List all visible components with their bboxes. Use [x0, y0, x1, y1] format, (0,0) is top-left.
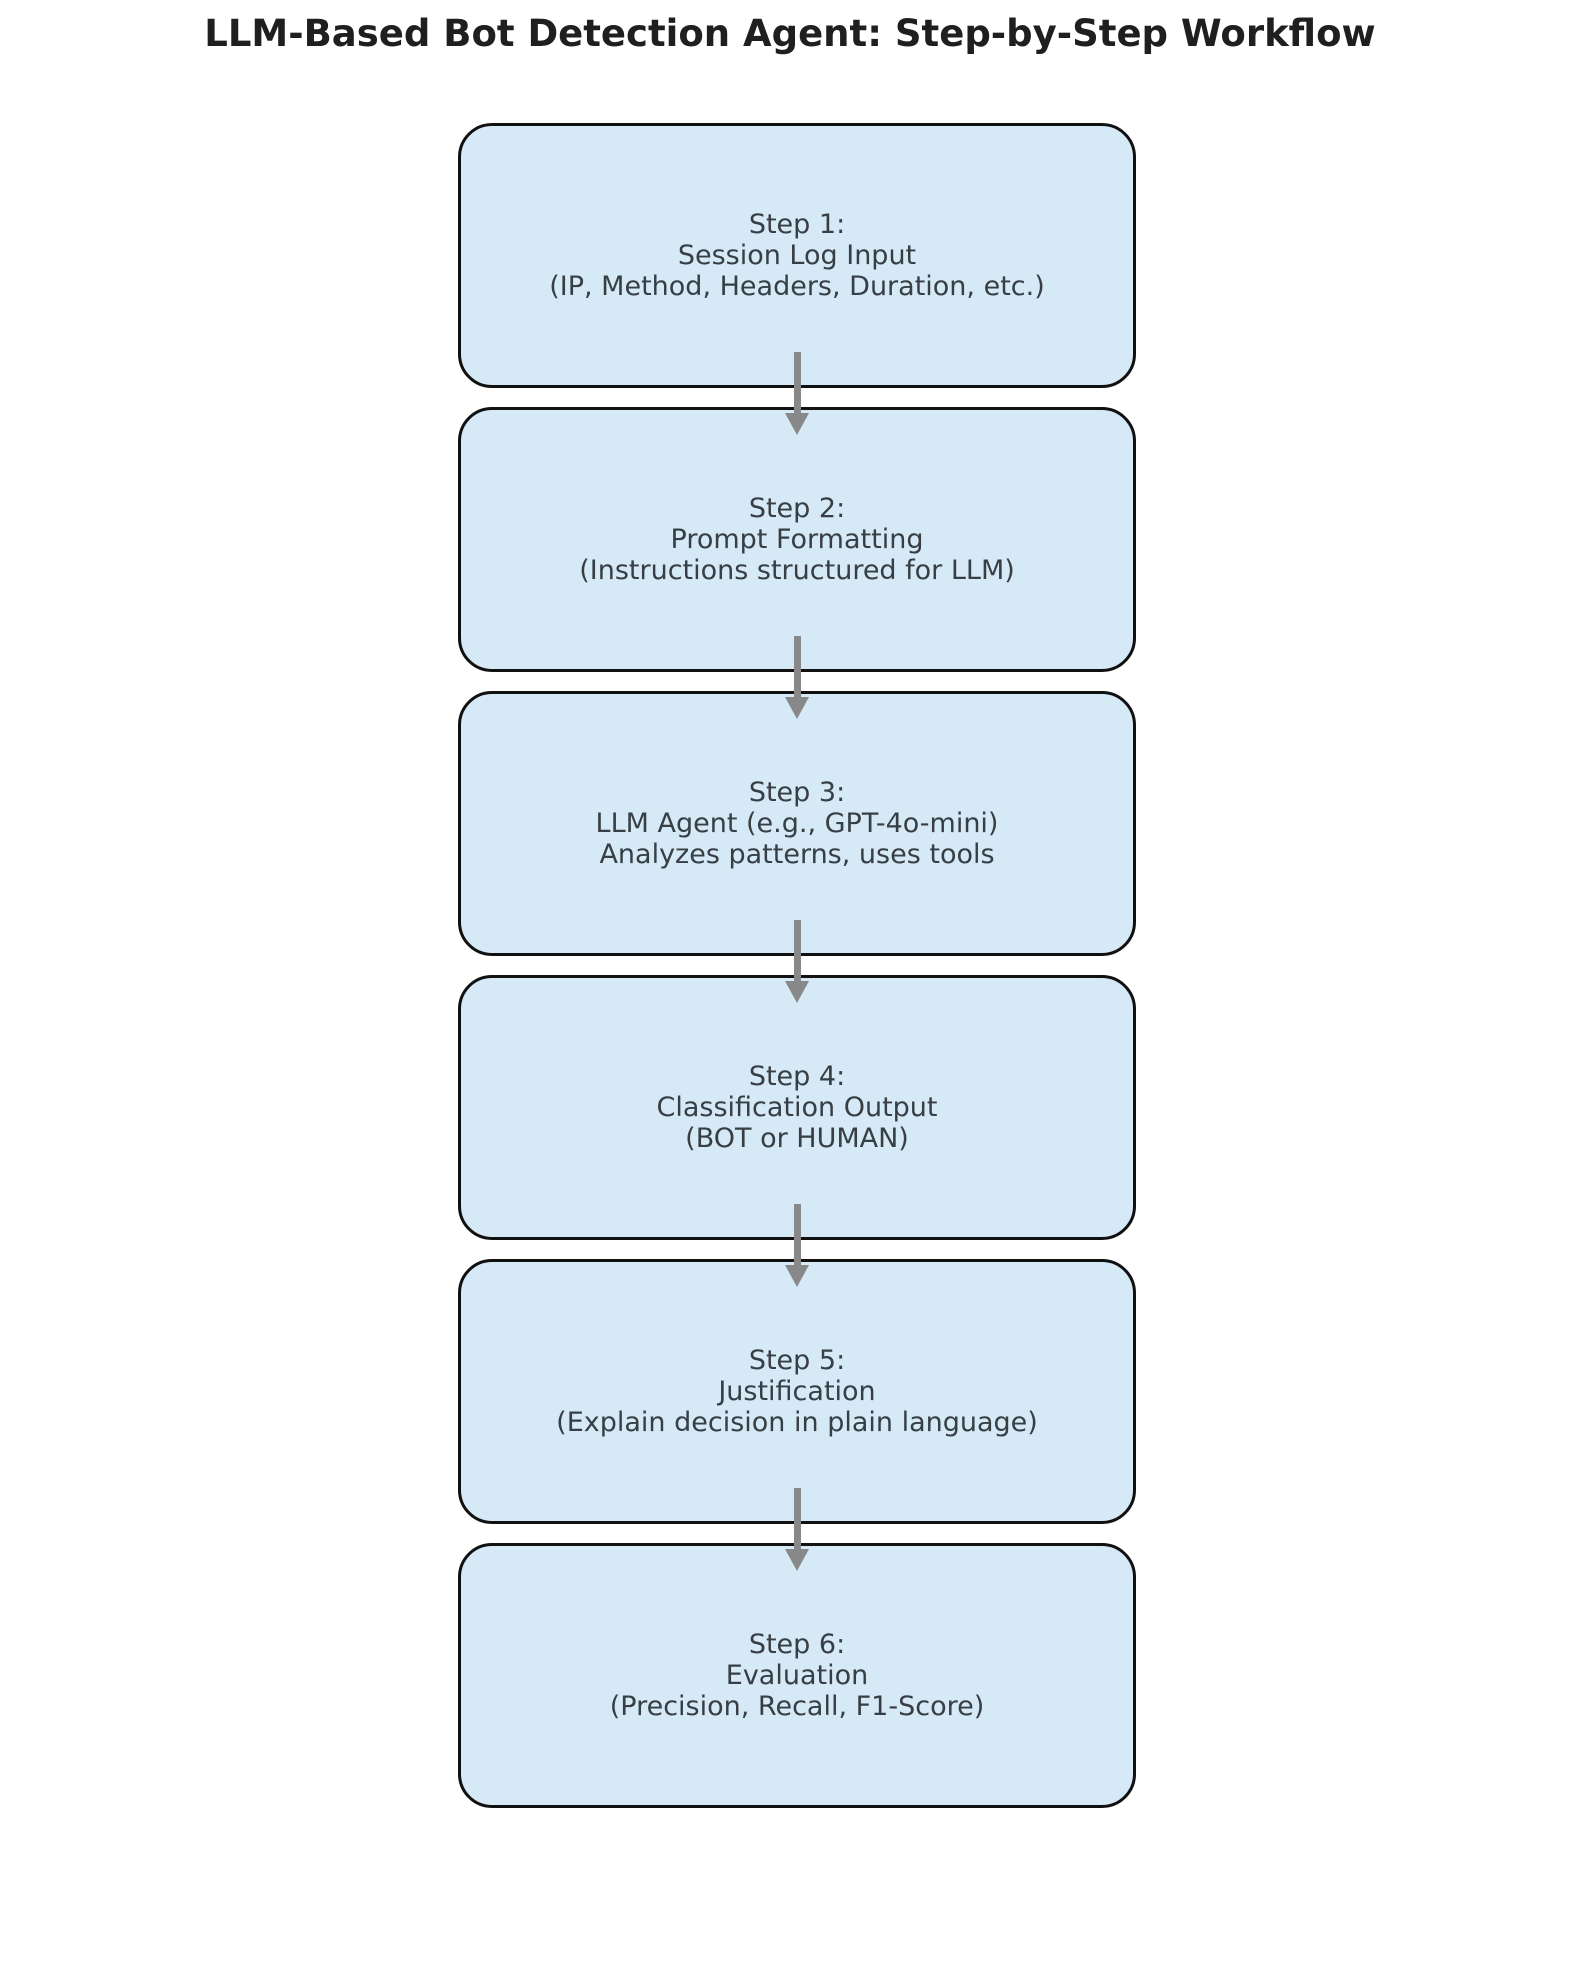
- arrow-head: [785, 1549, 809, 1571]
- step-number-label: Step 4:: [748, 1061, 846, 1092]
- down-arrow-icon: [785, 352, 809, 435]
- step-name-label: LLM Agent (e.g., GPT-4o-mini): [595, 808, 999, 839]
- down-arrow-icon: [785, 1488, 809, 1571]
- step-detail-label: (Explain decision in plain language): [556, 1407, 1038, 1438]
- step-detail-label: (Precision, Recall, F1-Score): [609, 1691, 985, 1722]
- step-5-box: Step 5: Justification (Explain decision …: [458, 1259, 1136, 1524]
- arrow-shaft: [793, 352, 801, 413]
- step-name-label: Prompt Formatting: [670, 524, 924, 555]
- step-5-text: Step 5: Justification (Explain decision …: [461, 1345, 1133, 1438]
- step-6-text: Step 6: Evaluation (Precision, Recall, F…: [461, 1629, 1133, 1722]
- step-name-label: Justification: [718, 1376, 876, 1407]
- diagram-title: LLM-Based Bot Detection Agent: Step-by-S…: [204, 12, 1376, 55]
- step-detail-label: (IP, Method, Headers, Duration, etc.): [549, 271, 1045, 302]
- step-name-label: Session Log Input: [677, 240, 917, 271]
- step-3-box: Step 3: LLM Agent (e.g., GPT-4o-mini) An…: [458, 691, 1136, 956]
- arrow-head: [785, 413, 809, 435]
- step-number-label: Step 3:: [748, 777, 846, 808]
- step-2-text: Step 2: Prompt Formatting (Instructions …: [461, 493, 1133, 586]
- step-number-label: Step 1:: [748, 209, 846, 240]
- arrow-shaft: [793, 1204, 801, 1265]
- arrow-head: [785, 981, 809, 1003]
- arrow-shaft: [793, 1488, 801, 1549]
- step-name-label: Evaluation: [725, 1660, 869, 1691]
- arrow-head: [785, 1265, 809, 1287]
- step-detail-label: Analyzes patterns, uses tools: [599, 839, 995, 870]
- step-detail-label: (Instructions structured for LLM): [579, 555, 1015, 586]
- step-1-box: Step 1: Session Log Input (IP, Method, H…: [458, 123, 1136, 388]
- step-1-text: Step 1: Session Log Input (IP, Method, H…: [461, 209, 1133, 302]
- step-number-label: Step 5:: [748, 1345, 846, 1376]
- down-arrow-icon: [785, 920, 809, 1003]
- step-2-box: Step 2: Prompt Formatting (Instructions …: [458, 407, 1136, 672]
- step-name-label: Classification Output: [656, 1092, 938, 1123]
- step-4-box: Step 4: Classification Output (BOT or HU…: [458, 975, 1136, 1240]
- step-6-box: Step 6: Evaluation (Precision, Recall, F…: [458, 1543, 1136, 1808]
- arrow-shaft: [793, 636, 801, 697]
- step-3-text: Step 3: LLM Agent (e.g., GPT-4o-mini) An…: [461, 777, 1133, 870]
- arrow-shaft: [793, 920, 801, 981]
- step-detail-label: (BOT or HUMAN): [685, 1123, 909, 1154]
- step-number-label: Step 2:: [748, 493, 846, 524]
- down-arrow-icon: [785, 1204, 809, 1287]
- arrow-head: [785, 697, 809, 719]
- down-arrow-icon: [785, 636, 809, 719]
- step-number-label: Step 6:: [748, 1629, 846, 1660]
- step-4-text: Step 4: Classification Output (BOT or HU…: [461, 1061, 1133, 1154]
